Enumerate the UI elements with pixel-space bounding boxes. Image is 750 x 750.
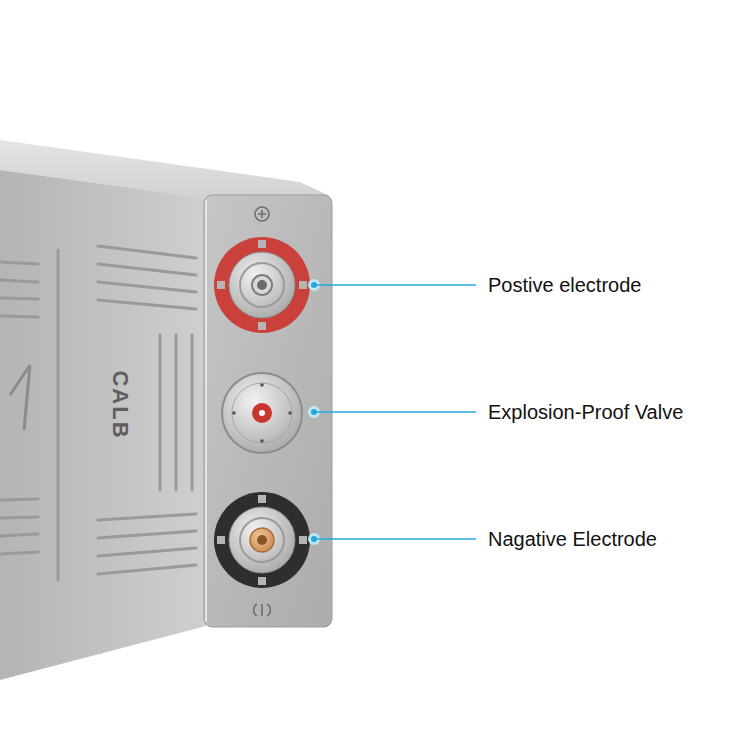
plus-symbol bbox=[255, 207, 269, 221]
side-face bbox=[0, 170, 206, 680]
negative-terminal bbox=[214, 492, 310, 588]
explosion-proof-valve bbox=[222, 373, 302, 453]
edge-highlight bbox=[205, 200, 207, 622]
callout-label: Postive electrode bbox=[488, 273, 641, 297]
leader-lines bbox=[308, 279, 476, 545]
positive-terminal bbox=[214, 237, 310, 333]
brand-print: CALB bbox=[109, 370, 131, 439]
logo-mark bbox=[10, 365, 30, 430]
side-grooves bbox=[0, 246, 196, 580]
callout-label: Explosion-Proof Valve bbox=[488, 400, 683, 424]
minus-symbol bbox=[254, 604, 271, 616]
callout-label: Nagative Electrode bbox=[488, 527, 657, 551]
end-face bbox=[204, 195, 332, 627]
